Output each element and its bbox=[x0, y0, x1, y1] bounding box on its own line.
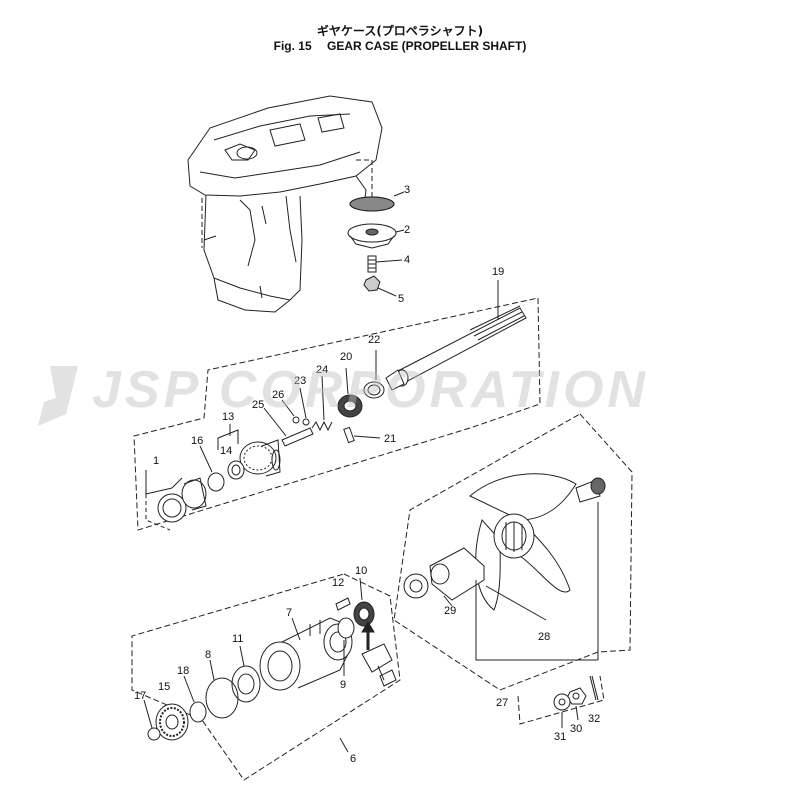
callout-25: 25 bbox=[252, 399, 264, 411]
callout-31: 31 bbox=[554, 731, 566, 743]
title-english: Fig. 15 GEAR CASE (PROPELLER SHAFT) bbox=[0, 39, 800, 53]
callout-27: 27 bbox=[496, 697, 508, 709]
figure-title: GEAR CASE (PROPELLER SHAFT) bbox=[327, 39, 527, 53]
callout-10: 10 bbox=[355, 565, 367, 577]
callout-5: 5 bbox=[398, 293, 404, 305]
part-20-clutch bbox=[337, 367, 363, 418]
part-18-washer bbox=[183, 675, 207, 723]
figure-number: Fig. 15 bbox=[273, 39, 312, 53]
part-1-bearing-assembly bbox=[145, 470, 207, 531]
callout-15: 15 bbox=[158, 681, 170, 693]
part-28-leader bbox=[475, 502, 599, 661]
propeller-box bbox=[393, 413, 633, 691]
part-16-o-ring bbox=[199, 445, 225, 492]
callout-13: 13 bbox=[222, 411, 234, 423]
callout-17: 17 bbox=[134, 690, 146, 702]
part-15-reverse-gear bbox=[155, 703, 189, 741]
part-28-propeller bbox=[469, 473, 577, 611]
callout-14: 14 bbox=[220, 445, 232, 457]
callout-1: 1 bbox=[153, 455, 159, 467]
callout-numbers: 1 2 3 4 5 6 7 8 9 10 11 12 13 14 15 16 1… bbox=[134, 184, 600, 765]
part-8-o-ring bbox=[205, 659, 239, 719]
callout-22: 22 bbox=[368, 334, 380, 346]
callout-19: 19 bbox=[492, 266, 504, 278]
callout-30: 30 bbox=[570, 723, 582, 735]
part-13-forward-gear bbox=[217, 424, 281, 477]
hardware-box bbox=[517, 675, 605, 725]
callout-3: 3 bbox=[404, 184, 410, 196]
callout-32: 32 bbox=[588, 713, 600, 725]
part-24-spring bbox=[311, 375, 333, 432]
callout-24: 24 bbox=[316, 364, 328, 376]
part-19-propeller-shaft bbox=[385, 280, 527, 391]
part-12-bolt bbox=[335, 597, 351, 611]
callout-12: 12 bbox=[332, 577, 344, 589]
housing-leader-lines bbox=[201, 159, 373, 248]
callout-7: 7 bbox=[286, 607, 292, 619]
part-25-rod bbox=[263, 407, 314, 447]
part-10-needle-bearing bbox=[353, 577, 375, 627]
part-17-shim bbox=[143, 699, 161, 741]
callout-11: 11 bbox=[232, 633, 243, 645]
part-6-leader bbox=[339, 737, 349, 753]
part-11-ball-bearing bbox=[231, 645, 261, 703]
part-thrust-washer bbox=[575, 477, 606, 503]
callout-6: 6 bbox=[350, 753, 356, 765]
part-21-pin bbox=[343, 426, 381, 444]
callout-18: 18 bbox=[177, 665, 189, 677]
lower-assembly-box bbox=[131, 573, 401, 781]
callout-2: 2 bbox=[404, 224, 410, 236]
part-spacer-washer bbox=[403, 573, 429, 599]
callout-16: 16 bbox=[191, 435, 203, 447]
part-3-screen bbox=[349, 191, 405, 212]
callout-29: 29 bbox=[444, 605, 456, 617]
part-14-bearing bbox=[227, 460, 245, 480]
part-26-ball bbox=[281, 399, 300, 424]
part-31-washer bbox=[553, 693, 571, 728]
callout-20: 20 bbox=[340, 351, 352, 363]
part-2-cap bbox=[347, 223, 405, 249]
upper-assembly-box bbox=[133, 297, 541, 531]
part-4-bolt bbox=[367, 255, 403, 273]
callout-28: 28 bbox=[538, 631, 550, 643]
part-9-oil-seal bbox=[337, 617, 355, 676]
callout-8: 8 bbox=[205, 649, 211, 661]
part-32-cotter-pin bbox=[589, 675, 599, 701]
title-japanese: ギヤケース(プロペラシャフト) bbox=[316, 24, 484, 38]
part-29-bushing bbox=[429, 547, 485, 607]
callout-9: 9 bbox=[340, 679, 346, 691]
callout-21: 21 bbox=[384, 433, 396, 445]
watermark: JSP CORPORATION bbox=[30, 360, 780, 430]
part-23-ball bbox=[299, 387, 310, 426]
part-5-nut bbox=[363, 275, 397, 297]
part-22-bearing bbox=[363, 350, 385, 399]
watermark-text: JSP CORPORATION bbox=[92, 361, 649, 419]
callout-4: 4 bbox=[404, 254, 410, 266]
installation-arrow bbox=[361, 621, 397, 687]
callout-26: 26 bbox=[272, 389, 284, 401]
gear-case-housing bbox=[187, 95, 383, 313]
watermark-logo-icon bbox=[38, 366, 78, 426]
callout-23: 23 bbox=[294, 375, 306, 387]
